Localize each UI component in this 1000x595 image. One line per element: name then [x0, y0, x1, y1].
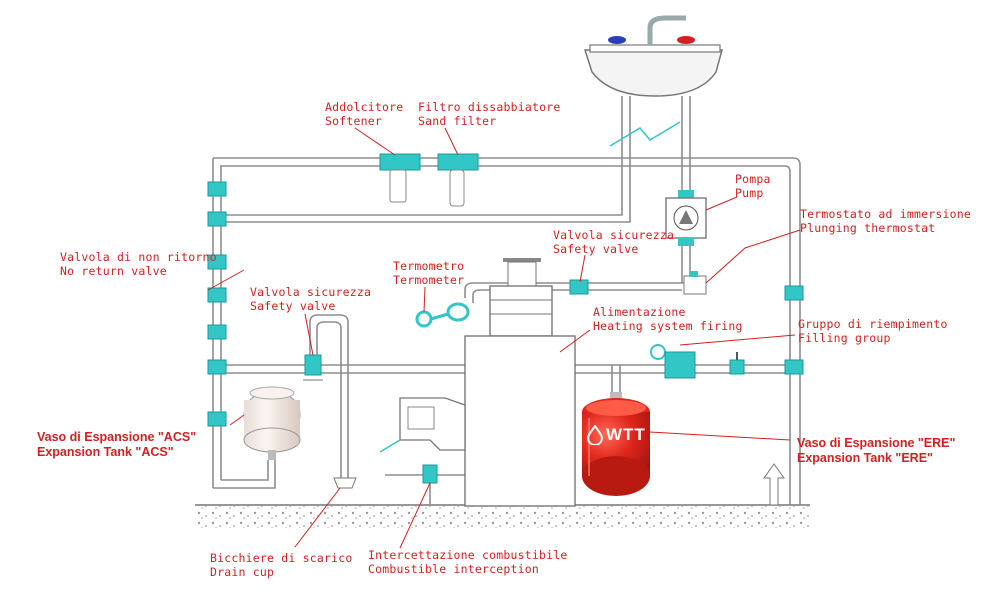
ground — [195, 504, 810, 528]
no-return-valves[interactable] — [207, 181, 804, 427]
sand-filter[interactable] — [437, 153, 479, 207]
filling-group[interactable] — [650, 344, 745, 379]
expansion-tank-acs[interactable] — [243, 386, 301, 460]
label-tank-acs: Vaso di Espansione "ACS"Expansion Tank "… — [37, 430, 197, 459]
sink — [583, 15, 723, 147]
label-tank-ere: Vaso di Espansione "ERE"Expansion Tank "… — [797, 436, 956, 465]
pipe-break-icon — [609, 121, 681, 147]
pump[interactable] — [665, 190, 707, 246]
safety-valve-left[interactable] — [303, 354, 323, 381]
leader-lines — [207, 127, 801, 549]
safety-valve-top[interactable] — [569, 279, 589, 295]
softener[interactable] — [379, 153, 421, 203]
arrow-up-icon — [763, 463, 785, 506]
hot-tap-icon[interactable] — [677, 36, 695, 44]
cold-tap-icon[interactable] — [608, 36, 626, 44]
water-drop-icon — [586, 425, 604, 445]
burner[interactable] — [379, 397, 466, 484]
wtt-logo: WTT — [586, 425, 648, 447]
logo-text: WTT — [606, 425, 646, 444]
drain-cup[interactable] — [333, 477, 357, 489]
boiler — [464, 258, 576, 507]
immersion-thermostat[interactable] — [683, 271, 707, 295]
